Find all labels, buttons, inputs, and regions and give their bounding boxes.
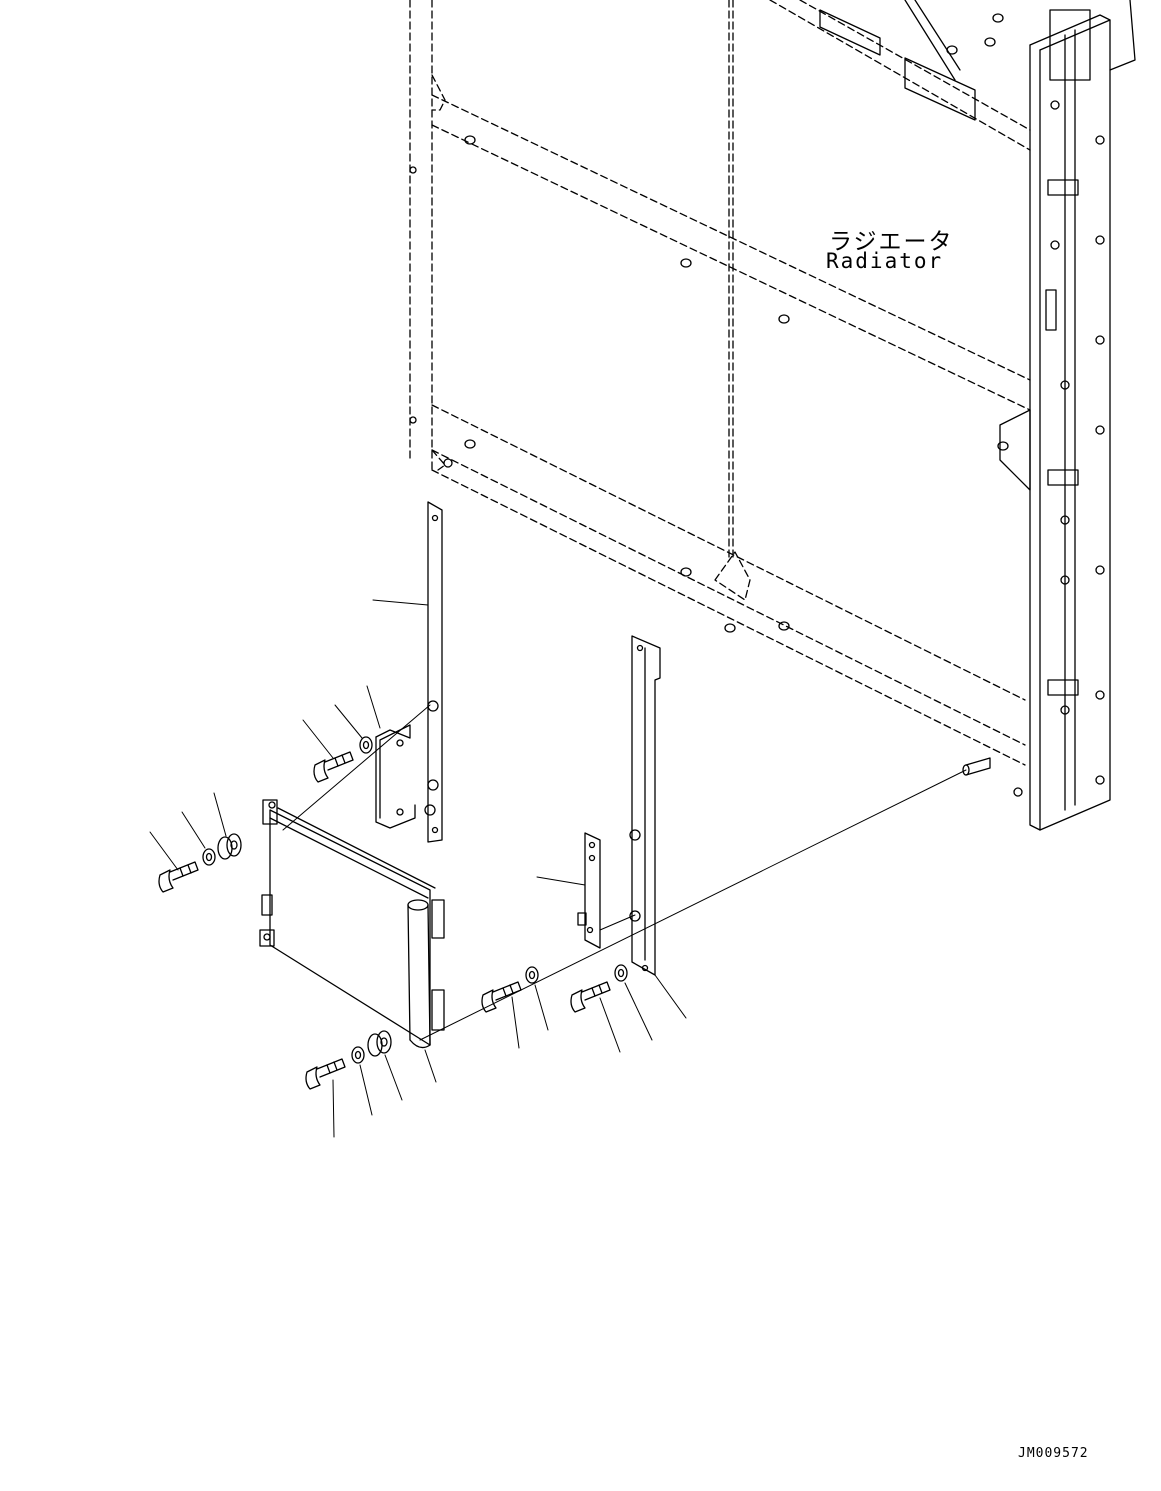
- left-vertical-bracket: [425, 502, 442, 842]
- condenser-panel: [260, 800, 444, 1045]
- radiator-label-english: Radiator: [826, 249, 944, 273]
- radiator-bolt-holes: [410, 14, 1008, 632]
- radiator-stud: [963, 758, 990, 775]
- receiver-drier: [408, 900, 430, 1048]
- right-vertical-bracket: [630, 636, 660, 975]
- radiator-label-japanese: ラジエータ: [829, 229, 954, 255]
- radiator-outline: [410, 0, 1030, 765]
- assembly-lines: [283, 705, 966, 1040]
- left-clamp: [376, 725, 415, 828]
- callout-leaders: [150, 600, 686, 1137]
- drawing-number: JM009572: [1018, 1446, 1089, 1461]
- radiator-side-frame: [1014, 0, 1135, 830]
- washer-upper-left: [360, 737, 372, 753]
- bolt-mid-left: [159, 862, 198, 892]
- washer-mid-left: [203, 849, 215, 865]
- washer-lower-left: [352, 1047, 364, 1063]
- small-right-bracket: [578, 833, 600, 948]
- bolt-upper-left: [314, 752, 353, 782]
- grommet-lower: [368, 1031, 391, 1056]
- grommet-mid-left: [218, 834, 241, 859]
- bolt-lower-left: [306, 1059, 345, 1089]
- bolt-lower-mid: [482, 982, 521, 1012]
- washer-lower-right: [615, 965, 627, 981]
- radiator-top-fittings: [820, 0, 1030, 490]
- bolt-lower-right: [571, 982, 610, 1012]
- washer-lower-mid: [526, 967, 538, 983]
